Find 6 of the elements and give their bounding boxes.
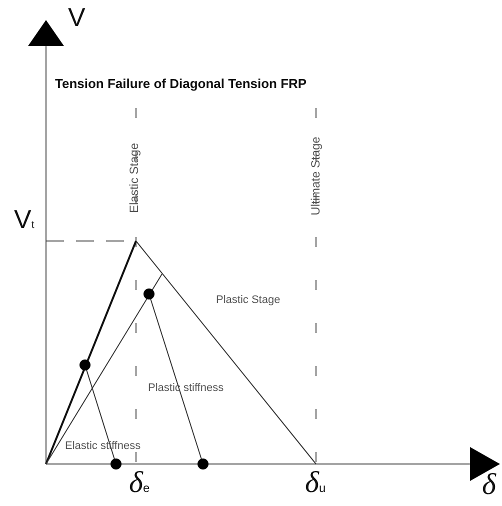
chart-title: Tension Failure of Diagonal Tension FRP [55, 77, 307, 90]
stage-label: Elastic Stage [128, 142, 140, 214]
stage-label: Ultimate Stage [309, 136, 322, 216]
stage-label: Plastic Stage [216, 295, 280, 306]
axis-label: V [68, 4, 86, 30]
axis-label: δ [482, 470, 496, 500]
